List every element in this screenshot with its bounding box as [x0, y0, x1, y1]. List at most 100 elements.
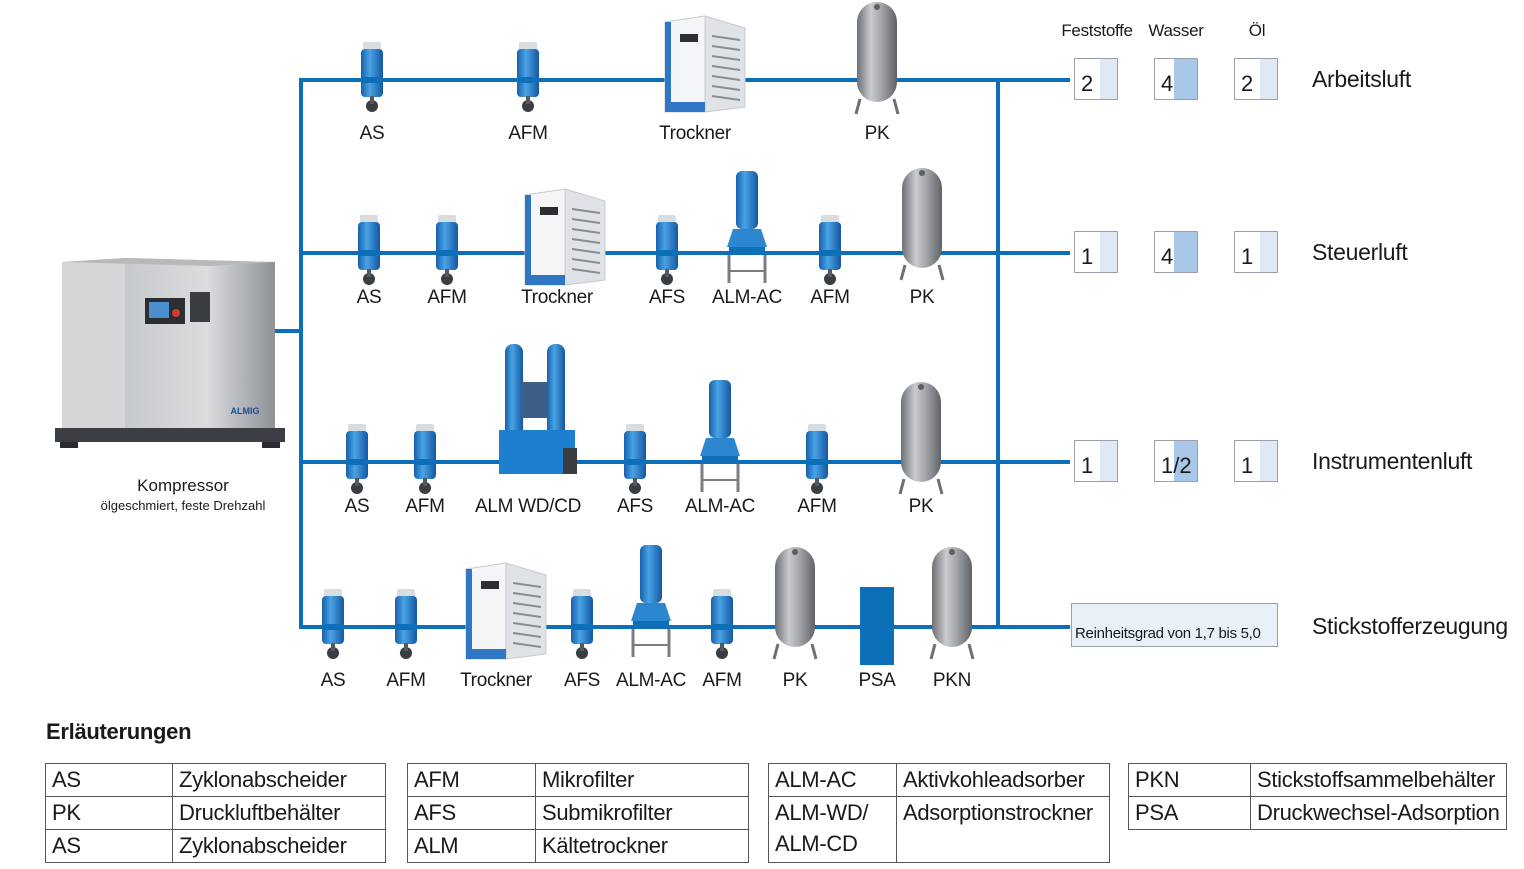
legend-desc: Kältetrockner	[535, 829, 749, 863]
filter-icon	[711, 589, 733, 659]
component-label: AFM	[386, 670, 426, 691]
legend-abbr: PKN	[1128, 763, 1251, 797]
filter-icon	[346, 424, 368, 494]
compressor-unit: ALMIG	[55, 258, 285, 448]
quality-class-box: 1	[1234, 440, 1278, 482]
component-label: PKN	[932, 670, 972, 691]
component-label: PK	[908, 496, 934, 517]
refrigeration-dryer-icon	[664, 15, 746, 113]
component-label: ALM-AC	[685, 496, 755, 517]
filter-icon	[414, 424, 436, 494]
component-label: AFS	[616, 496, 654, 517]
compressor-title: Kompressor	[137, 476, 229, 495]
quality-class-box: 1	[1074, 440, 1118, 482]
carbon-adsorber-icon	[727, 171, 767, 283]
purity-note-box: Reinheitsgrad von 1,7 bis 5,0	[1071, 603, 1278, 647]
quality-class-value: 1/2	[1161, 453, 1192, 478]
component-label: AFM	[405, 496, 445, 517]
carbon-adsorber-icon	[700, 380, 740, 492]
filter-icon	[361, 42, 383, 112]
filter-icon	[436, 215, 458, 285]
component-label: PSA	[858, 670, 896, 691]
filter-icon	[358, 215, 380, 285]
legend-abbr: AS	[45, 763, 173, 797]
legend-abbr: AS	[45, 829, 173, 863]
legend-desc: Adsorptionstrockner	[896, 796, 1110, 863]
pipe-network	[275, 78, 1070, 629]
component-label: ALM-AC	[616, 670, 686, 691]
compressor-subtitle: ölgeschmiert, feste Drehzahl	[100, 498, 266, 513]
quality-class-value: 4	[1161, 244, 1174, 269]
component-label: PK	[909, 287, 935, 308]
quality-class-box: 4	[1154, 58, 1198, 100]
component-label: Trockner	[521, 287, 593, 308]
pressure-tank-icon	[772, 547, 818, 660]
component-label: PK	[782, 670, 808, 691]
air-class-name: Arbeitsluft	[1312, 66, 1411, 92]
component-label: AFS	[648, 287, 686, 308]
legend-title: Erläuterungen	[46, 719, 192, 744]
quality-class-box: 2	[1234, 58, 1278, 100]
filter-icon	[322, 589, 344, 659]
purity-note: Reinheitsgrad von 1,7 bis 5,0	[1075, 625, 1261, 642]
legend-abbr: AFS	[407, 796, 536, 830]
component-label: AFM	[427, 287, 467, 308]
component-label: PK	[864, 123, 890, 144]
quality-class-box: 4	[1154, 231, 1198, 273]
legend-desc: Druckwechsel-Adsorption	[1250, 796, 1507, 830]
quality-class-value: 2	[1081, 71, 1094, 96]
air-class-name: Instrumentenluft	[1312, 448, 1473, 474]
component-label: AFM	[702, 670, 742, 691]
filter-icon	[806, 424, 828, 494]
legend-abbr: PSA	[1128, 796, 1251, 830]
refrigeration-dryer-icon	[524, 188, 606, 286]
legend-abbr: ALM-AC	[768, 763, 897, 797]
component-label: AFM	[508, 123, 548, 144]
header-solids: Feststoffe	[1061, 21, 1133, 40]
filter-icon	[624, 424, 646, 494]
legend-desc: Zyklonabscheider	[172, 763, 386, 797]
component-label: Trockner	[460, 670, 532, 691]
quality-class-value: 1	[1081, 453, 1094, 478]
filter-icon	[819, 215, 841, 285]
component-label: AS	[320, 670, 346, 691]
quality-class-box: 1/2	[1154, 440, 1198, 482]
psa-unit-icon	[860, 587, 894, 665]
filter-icon	[656, 215, 678, 285]
legend-desc: Submikrofilter	[535, 796, 749, 830]
component-label: AFS	[563, 670, 601, 691]
quality-class-box: 1	[1074, 231, 1118, 273]
pressure-tank-icon	[854, 2, 900, 115]
air-class-name: Stickstofferzeugung	[1312, 613, 1508, 639]
legend-desc: Mikrofilter	[535, 763, 749, 797]
quality-class-box: 2	[1074, 58, 1118, 100]
quality-class-value: 2	[1241, 71, 1254, 96]
legend-desc: Zyklonabscheider	[172, 829, 386, 863]
component-label: ALM WD/CD	[474, 496, 582, 517]
filter-icon	[571, 589, 593, 659]
quality-class-box: 1	[1234, 231, 1278, 273]
component-label: ALM-AC	[712, 287, 782, 308]
legend-abbr: ALM-WD/ ALM-CD	[768, 796, 897, 863]
air-class-name: Steuerluft	[1312, 239, 1408, 265]
pressure-tank-icon	[899, 168, 945, 281]
adsorption-dryer-icon	[499, 344, 577, 474]
header-oil: Öl	[1248, 21, 1266, 40]
legend-abbr: PK	[45, 796, 173, 830]
quality-class-value: 4	[1161, 71, 1174, 96]
component-label: AS	[359, 123, 385, 144]
component-label: AS	[344, 496, 370, 517]
filter-icon	[517, 42, 539, 112]
